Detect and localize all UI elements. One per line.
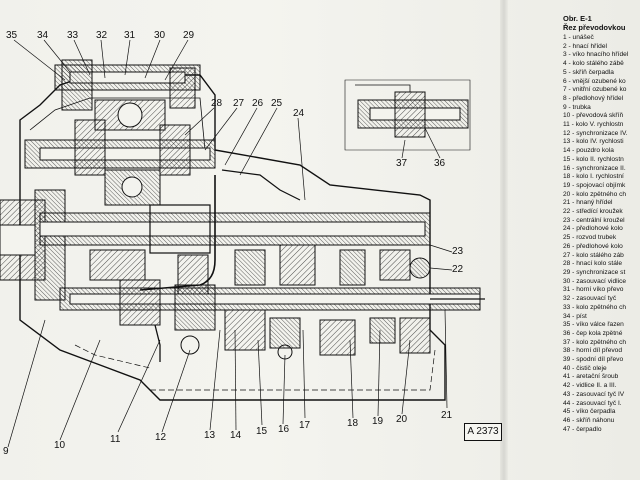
legend-item: 3 - víko hnacího hřídel <box>563 51 629 59</box>
callout-17: 17 <box>299 420 311 431</box>
callout-24: 24 <box>293 108 305 119</box>
legend-item: 16 - synchronizace II. <box>563 164 626 172</box>
legend-item: 40 - čistič oleje <box>563 364 607 372</box>
legend-item: 10 - převodová skříň <box>563 112 624 120</box>
callout-32: 32 <box>96 30 108 41</box>
callout-35: 35 <box>6 30 18 41</box>
legend-item: 4 - kolo stálého zábě <box>563 60 624 68</box>
callout-28: 28 <box>211 98 223 109</box>
legend-item: 44 - zasouvací tyč I. <box>563 399 622 407</box>
legend-item: 19 - spojovací objímk <box>563 181 626 189</box>
legend-item: 9 - trubka <box>563 103 591 111</box>
callout-16: 16 <box>278 424 290 435</box>
legend-item: 31 - horní víko převo <box>563 286 624 294</box>
legend-item: 24 - předlohové kolo <box>563 225 623 233</box>
callout-22: 22 <box>452 264 464 275</box>
legend-item: 35 - víko válce řazen <box>563 321 624 329</box>
legend-item: 37 - kolo zpětného ch <box>563 338 627 346</box>
legend-item: 34 - píst <box>563 312 587 320</box>
legend-item: 38 - horní díl převod <box>563 347 623 355</box>
legend-item: 47 - čerpadlo <box>563 425 602 433</box>
callout-19: 19 <box>372 416 384 427</box>
callout-25: 25 <box>271 98 283 109</box>
callout-14: 14 <box>230 430 242 441</box>
legend-item: 21 - hnaný hřídel <box>563 199 613 207</box>
legend-item: 14 - pouzdro kola <box>563 147 614 155</box>
callout-26: 26 <box>252 98 264 109</box>
legend-item: 6 - vnější ozubené ko <box>563 77 626 85</box>
callout-11: 11 <box>110 434 121 445</box>
callout-33: 33 <box>67 30 79 41</box>
legend-item: 29 - synchronizace st <box>563 268 626 276</box>
callout-21: 21 <box>441 410 453 421</box>
callout-13: 13 <box>204 430 216 441</box>
legend-item: 11 - kolo V. rychlostn <box>563 121 624 129</box>
legend-item: 1 - unášeč <box>563 34 594 41</box>
legend-item: 42 - vidlice II. a III. <box>563 382 617 390</box>
legend-item: 28 - hnací kolo stále <box>563 260 623 268</box>
legend-item: 18 - kolo I. rychlostní <box>563 173 624 181</box>
callout-12: 12 <box>155 432 167 443</box>
legend-item: 2 - hnací hřídel <box>563 42 607 50</box>
legend-item: 45 - víko čerpadla <box>563 408 616 416</box>
callout-29: 29 <box>183 30 195 41</box>
paper-fold <box>500 0 508 480</box>
legend-item: 15 - kolo II. rychlostn <box>563 155 624 163</box>
legend-item: 33 - kolo zpětného ch <box>563 303 627 311</box>
legend-item: 26 - předlohové kolo <box>563 242 623 250</box>
callout-37: 37 <box>396 158 408 169</box>
legend-item: 5 - skříň čerpadla <box>563 68 614 76</box>
legend-item: 7 - vnitřní ozubené ko <box>563 86 627 94</box>
legend-item: 30 - zasouvací vidlice <box>563 277 627 285</box>
legend-item: 20 - kolo zpětného ch <box>563 190 627 198</box>
callout-30: 30 <box>154 30 166 41</box>
callout-34: 34 <box>37 30 49 41</box>
figure-code-box: A 2373 <box>464 423 502 441</box>
callout-18: 18 <box>347 418 359 429</box>
callout-23: 23 <box>452 246 464 257</box>
legend-item: 13 - kolo IV. rychlosti <box>563 138 624 146</box>
legend-item: 22 - středící kroužek <box>563 208 623 216</box>
legend-item: 25 - rozvod trubek <box>563 234 617 242</box>
legend-item: 32 - zasouvací tyč <box>563 295 617 303</box>
callout-36: 36 <box>434 158 446 169</box>
callout-31: 31 <box>124 30 136 41</box>
caption-subtitle: Řez převodovkou <box>563 23 626 32</box>
callout-27: 27 <box>233 98 245 109</box>
callout-10: 10 <box>54 440 66 451</box>
legend-item: 39 - spodní díl převo <box>563 356 624 364</box>
legend-item: 46 - skříň náhonu <box>563 416 615 424</box>
legend-item: 23 - centrální kroužel <box>563 216 625 224</box>
caption-title: Obr. E-1 <box>563 14 592 23</box>
legend-item: 27 - kolo stálého záb <box>563 251 624 259</box>
callout-20: 20 <box>396 414 408 425</box>
legend-item: 8 - předlohový hřídel <box>563 94 624 102</box>
legend-item: 43 - zasouvací tyč IV <box>563 390 625 398</box>
legend-item: 12 - synchronizace IV. <box>563 129 628 137</box>
legend-item: 41 - aretační šroub <box>563 373 619 381</box>
callout-9: 9 <box>3 446 9 457</box>
legend-item: 36 - čep kola zpětné <box>563 329 623 337</box>
callout-15: 15 <box>256 426 268 437</box>
